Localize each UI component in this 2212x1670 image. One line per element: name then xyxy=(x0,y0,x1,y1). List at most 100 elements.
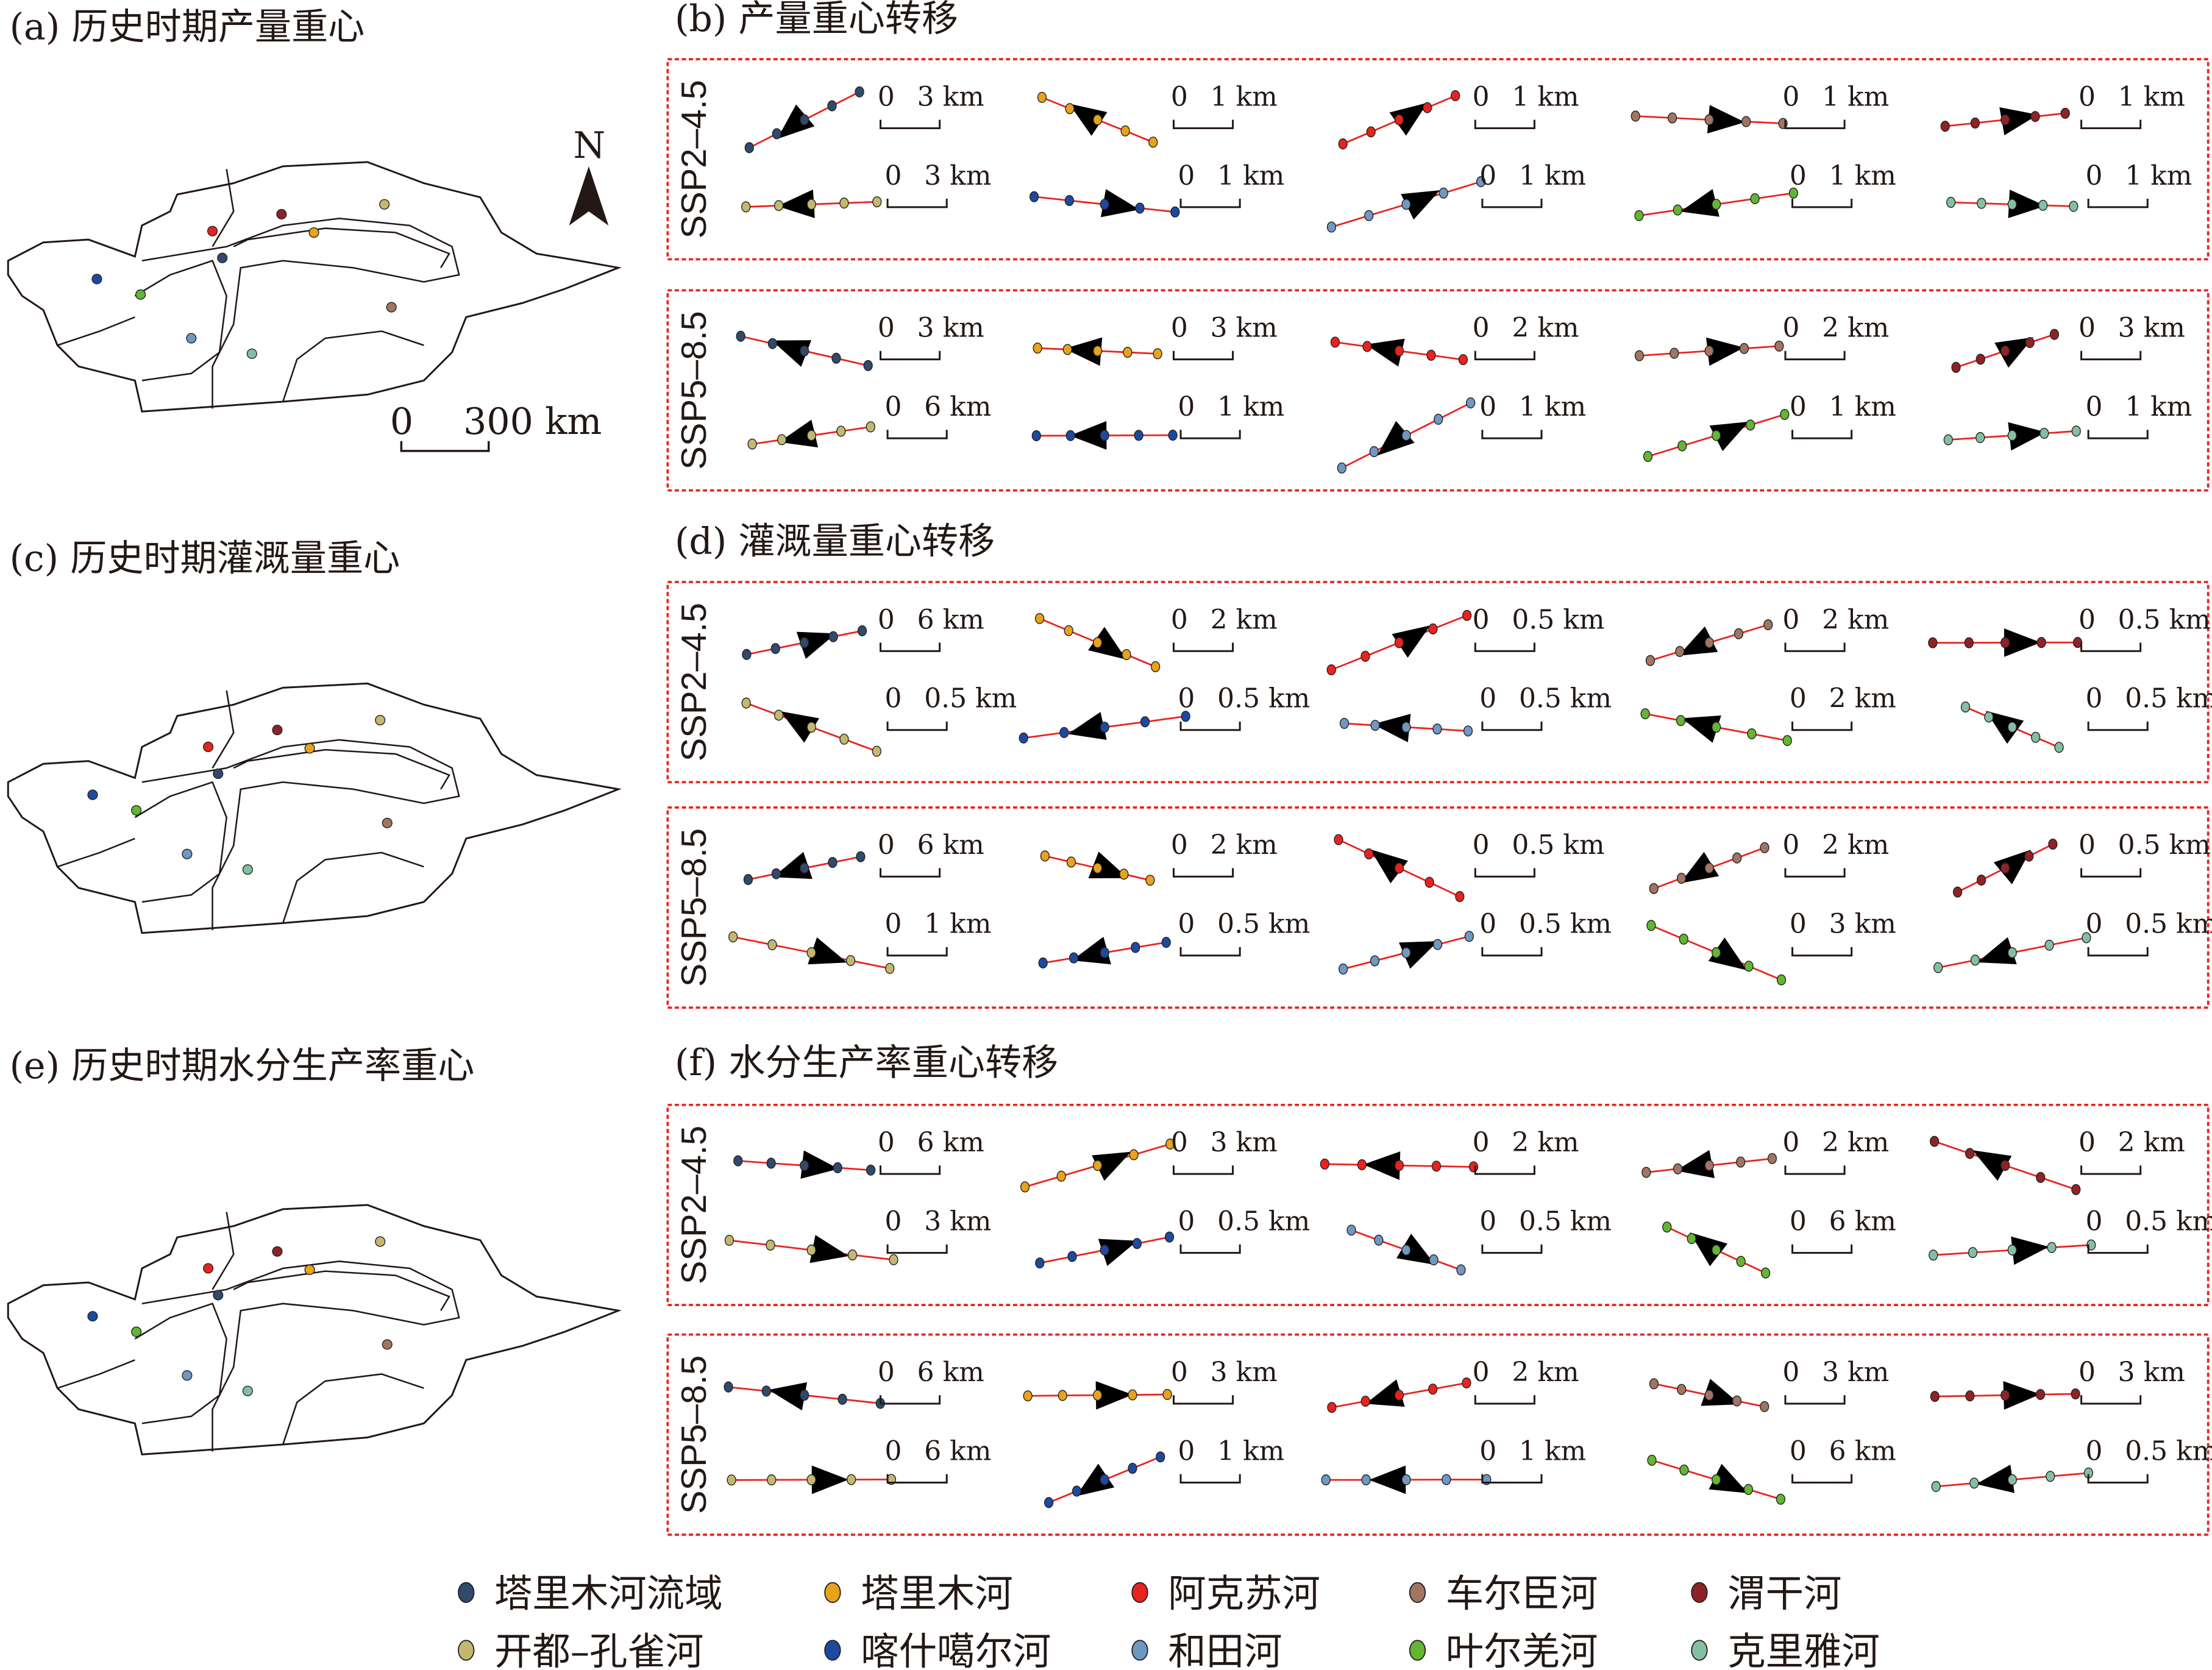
scale-zero: 0 xyxy=(884,1435,902,1466)
centroid-point xyxy=(1364,210,1374,221)
scale-bar xyxy=(886,1244,948,1254)
scale-zero: 0 xyxy=(1178,1435,1195,1466)
centroid-point xyxy=(2035,1388,2046,1400)
scale-bar xyxy=(2087,1244,2149,1254)
centroid-point xyxy=(777,434,787,446)
scale-bar xyxy=(1481,1244,1543,1254)
centroid-point xyxy=(246,348,257,359)
centroid-point xyxy=(87,789,98,800)
subbasin-boundary xyxy=(57,316,135,346)
scale-zero: 0 xyxy=(1790,391,1807,422)
scale-bar xyxy=(1172,1165,1234,1175)
direction-arrow-icon xyxy=(2008,422,2046,451)
scale-bar xyxy=(2080,1165,2142,1175)
centroid-point xyxy=(217,252,228,263)
centroid-point xyxy=(1634,350,1645,361)
scale-bar xyxy=(1474,1165,1535,1175)
centroid-point xyxy=(2000,345,2010,357)
legend-label: 和田河 xyxy=(1168,1629,1282,1670)
legend-marker xyxy=(1409,1582,1426,1603)
scale-value: 2 km xyxy=(1822,313,1889,344)
centroid-point xyxy=(131,805,142,816)
centroid-point xyxy=(382,817,393,828)
centroid-point xyxy=(1401,947,1411,959)
scale-value: 0.5 km xyxy=(1519,909,1612,940)
centroid-point xyxy=(1100,1474,1109,1485)
subbasin-boundary xyxy=(233,1270,450,1312)
centroid-point xyxy=(203,741,214,753)
centroid-point xyxy=(1431,1160,1442,1172)
direction-arrow-icon xyxy=(1682,715,1721,743)
basin-outline xyxy=(7,161,622,413)
centroid-point xyxy=(1168,430,1178,441)
legend-marker xyxy=(458,1582,475,1603)
centroid-point xyxy=(1360,1396,1370,1407)
centroid-point xyxy=(863,360,873,371)
scenario-frame xyxy=(666,806,2210,1009)
centroid-point xyxy=(2036,637,2046,648)
centroid-point xyxy=(87,1311,98,1322)
centroid-point xyxy=(2000,114,2010,126)
basin-outline xyxy=(7,682,622,934)
centroid-point xyxy=(1033,343,1042,354)
centroid-point xyxy=(1468,1161,1479,1173)
scale-value: 2 km xyxy=(1512,1357,1579,1388)
scenario-frame xyxy=(666,1333,2210,1536)
scale-value: 1 km xyxy=(1217,1435,1284,1466)
direction-arrow-icon xyxy=(1706,337,1744,366)
scenario-frame xyxy=(666,289,2210,492)
scale-zero: 0 xyxy=(1473,81,1490,112)
scale-value: 0.5 km xyxy=(1519,683,1612,714)
centroid-point xyxy=(182,848,193,859)
scale-value: 0.5 km xyxy=(1512,604,1604,635)
centroid-point xyxy=(1763,619,1773,631)
centroid-point xyxy=(828,857,838,869)
centroid-point xyxy=(1466,397,1476,409)
scale-bar xyxy=(880,1165,941,1175)
centroid-point xyxy=(1423,102,1432,113)
scale-zero: 0 xyxy=(2079,1357,2096,1388)
scale-zero: 0 xyxy=(1178,909,1195,940)
centroid-point xyxy=(203,1263,214,1274)
centroid-point xyxy=(1712,722,1721,733)
centroid-point xyxy=(1129,1149,1139,1160)
direction-arrow-icon xyxy=(809,1235,849,1263)
scale-value: 1 km xyxy=(1519,1435,1586,1466)
centroid-point xyxy=(1100,199,1109,210)
scale-bar xyxy=(1172,350,1234,361)
scale-bar xyxy=(880,868,941,878)
centroid-point xyxy=(1931,1480,1941,1492)
centroid-point xyxy=(1092,345,1103,357)
centroid-point xyxy=(1704,1160,1714,1171)
scenario-label: SSP2–4.5 xyxy=(675,80,714,238)
centroid-point xyxy=(1432,723,1442,735)
scale-bar xyxy=(880,1395,941,1405)
scale-bar xyxy=(1481,721,1543,731)
direction-arrow-icon xyxy=(1707,105,1745,133)
centroid-point xyxy=(1712,1474,1721,1485)
centroid-point xyxy=(1326,664,1336,676)
scale-bar xyxy=(1179,947,1241,957)
scale-bar xyxy=(1179,721,1241,731)
centroid-point xyxy=(1732,852,1742,864)
centroid-point xyxy=(2000,862,2010,874)
scale-bar xyxy=(1179,1474,1241,1483)
subbasin-boundary xyxy=(141,218,460,409)
centroid-point xyxy=(2049,329,2060,340)
map-2: (e) 历史时期水分生产率重心 xyxy=(7,1045,622,1455)
scale-zero: 0 xyxy=(1782,604,1799,635)
centroid-point xyxy=(743,874,753,886)
map-1: (c) 历史时期灌溉量重心 xyxy=(7,537,622,934)
